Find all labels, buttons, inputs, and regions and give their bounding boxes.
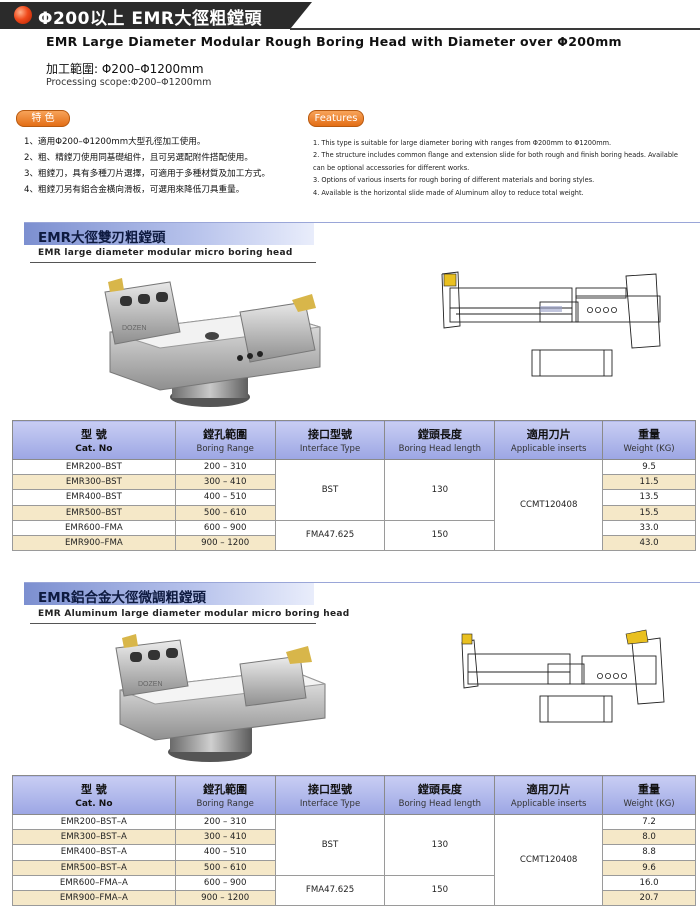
section1-underline [30,262,316,263]
page-title: Φ200以上 EMR大徑粗鏜頭 [38,9,262,29]
processing-scope-en: Processing scope:Φ200–Φ1200mm [46,77,212,88]
list-item: 2. The structure includes common flange … [313,151,678,160]
table-row: EMR300–BST–A 300 – 410 8.0 [12,829,696,846]
features-en-badge: Features [308,110,364,127]
header-bullet-icon [14,6,32,24]
header-rule [290,28,700,30]
section2-underline [30,623,316,624]
technical-drawing-aluminum [461,629,665,723]
features-zh-badge: 特 色 [16,110,70,127]
section1-title: EMR大徑雙刃粗鏜頭 [38,230,166,246]
table-row: EMR400–BST 400 – 510 13.5 [12,489,696,506]
features-zh-list: 1、適用Φ200–Φ1200mm大型孔徑加工使用。 2、粗、精鏜刀使用同基礎組件… [24,134,270,198]
table-row: EMR900–FMA–A 900 – 1200 20.7 [12,889,696,907]
product-engraving-text: DOZEN [138,681,163,688]
section1-top-rule [24,222,700,223]
table-row: EMR200–BST–A 200 – 310 BST 130 CCMT12040… [12,813,696,907]
list-item: 3. Options of various inserts for rough … [313,176,595,185]
section1-subtitle: EMR large diameter modular micro boring … [38,248,293,258]
table-row: EMR500–BST 500 – 610 15.5 [12,504,696,521]
features-en-list: 1. This type is suitable for large diame… [313,137,700,199]
list-item: 4、粗鏜刀另有鋁合金橫向滑板，可選用來降低刀具重量。 [24,185,245,195]
table-row: EMR500–BST–A 500 – 610 9.6 [12,859,696,876]
product-photo-aluminum: DOZEN [115,634,326,762]
table-row: EMR600–FMA–A 600 – 900 FMA47.625 150 16.… [12,874,696,907]
list-item: 1. This type is suitable for large diame… [313,139,612,147]
table-row: EMR900–FMA 900 – 1200 43.0 [12,534,696,552]
page-subtitle: EMR Large Diameter Modular Rough Boring … [46,34,622,49]
header-bar [0,0,700,32]
list-item: can be optional accessories for differen… [313,163,470,172]
table-row: EMR200–BST 200 – 310 BST 130 CCMT120408 … [12,458,696,552]
list-item: 2、粗、精鏜刀使用同基礎組件，且可另選配附件搭配使用。 [24,153,253,163]
section1-header-band [24,223,314,245]
product-photo-double-edge: DOZEN [104,278,321,407]
table-row: EMR600–FMA 600 – 900 FMA47.625 150 33.0 [12,519,696,552]
header-dark-band [0,2,312,29]
processing-scope-zh: 加工範圍: Φ200–Φ1200mm [46,62,204,76]
technical-drawing-double-edge [441,271,661,377]
section2-title: EMR鋁合金大徑微調粗鏜頭 [38,590,207,606]
section2-top-rule [24,582,700,583]
list-item: 4. Available is the horizontal slide mad… [313,188,584,197]
product-engraving-text: DOZEN [122,325,147,332]
list-item: 1、適用Φ200–Φ1200mm大型孔徑加工使用。 [24,137,206,147]
section2-subtitle: EMR Aluminum large diameter modular micr… [38,609,350,619]
list-item: 3、粗鏜刀，具有多種刀片選擇，可適用于多種材質及加工方式。 [24,169,271,179]
section2-header-band [24,583,314,605]
